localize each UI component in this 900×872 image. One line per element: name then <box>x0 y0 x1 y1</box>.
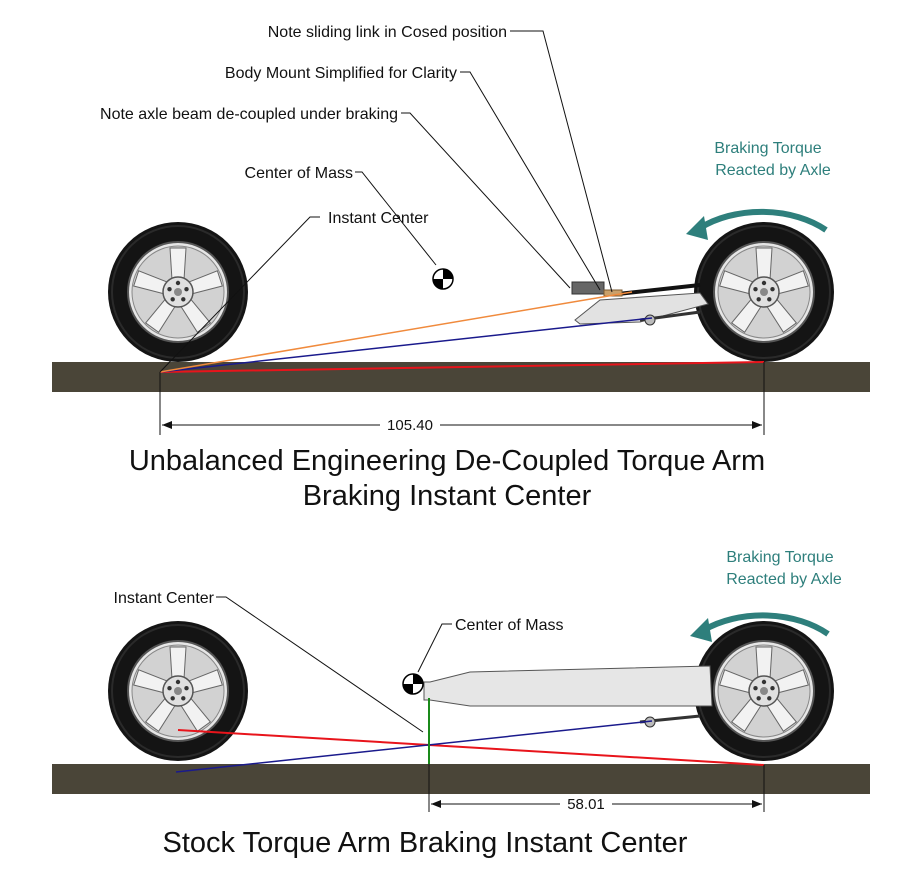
braking-torque-top-line2: Reacted by Axle <box>715 162 831 179</box>
bottom-ground-bar <box>52 764 870 794</box>
top-torque-arrow <box>698 208 828 233</box>
top-torque-arm <box>571 281 709 326</box>
label-body-mount: Body Mount Simplified for Clarity <box>225 65 457 82</box>
leader-body-mount <box>460 71 601 291</box>
label-instant-center-bottom: Instant Center <box>114 590 215 607</box>
top-front-wheel <box>107 221 249 363</box>
bottom-rear-wheel <box>693 620 835 762</box>
bottom-diagram: Instant Center Center of Mass Braking To… <box>52 549 870 859</box>
leader-ic-top <box>159 216 320 373</box>
top-dimension: 105.40 <box>159 362 765 435</box>
leader-com-top <box>355 171 437 266</box>
label-axle-beam: Note axle beam de-coupled under braking <box>100 106 398 123</box>
bottom-torque-arm <box>423 665 713 728</box>
bottom-dimension: 58.01 <box>428 764 765 813</box>
bottom-red-line <box>177 729 765 766</box>
top-torque-arrowhead <box>686 216 708 240</box>
top-center-of-mass-symbol <box>432 268 454 290</box>
label-center-of-mass-top: Center of Mass <box>245 165 353 182</box>
bottom-center-of-mass-symbol <box>402 673 424 695</box>
label-center-of-mass-bottom: Center of Mass <box>455 617 563 634</box>
bottom-front-wheel <box>107 620 249 762</box>
leader-com-bottom <box>417 623 452 673</box>
bottom-dimension-value: 58.01 <box>567 796 605 813</box>
bottom-blue-line <box>175 720 653 773</box>
top-title-line2: Braking Instant Center <box>303 480 592 512</box>
leader-axle-beam <box>401 112 571 289</box>
top-red-line <box>159 361 765 373</box>
leader-ic-bottom <box>216 596 424 733</box>
bottom-title: Stock Torque Arm Braking Instant Center <box>163 827 688 859</box>
top-orange-line <box>159 291 633 373</box>
top-rear-wheel <box>693 221 835 363</box>
top-diagram: Note sliding link in Cosed position Body… <box>52 24 870 512</box>
label-instant-center-top: Instant Center <box>328 210 429 227</box>
top-dimension-value: 105.40 <box>387 417 433 434</box>
braking-torque-top-line1: Braking Torque <box>714 140 821 157</box>
braking-torque-bottom-line2: Reacted by Axle <box>726 571 842 588</box>
leader-sliding-link <box>510 30 613 293</box>
bottom-torque-arrowhead <box>690 618 712 642</box>
bottom-torque-arrow <box>702 612 830 637</box>
braking-torque-bottom-line1: Braking Torque <box>726 549 833 566</box>
top-blue-line <box>159 317 653 373</box>
top-title-line1: Unbalanced Engineering De-Coupled Torque… <box>129 445 765 477</box>
label-sliding-link: Note sliding link in Cosed position <box>268 24 507 41</box>
body-mount-block <box>571 281 605 295</box>
